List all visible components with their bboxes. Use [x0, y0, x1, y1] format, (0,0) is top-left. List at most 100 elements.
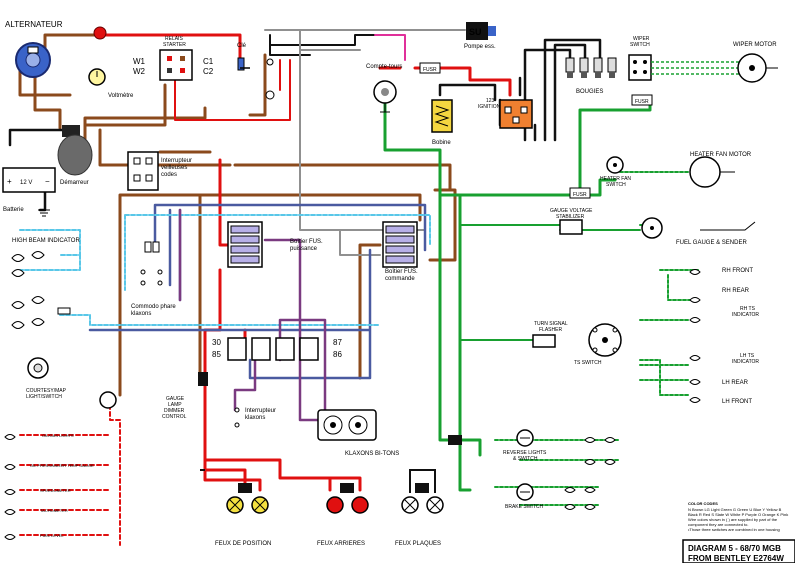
- commodo: [140, 241, 163, 286]
- reverse-lights-label: REVERSE LIGHTS& SWITCH: [503, 450, 547, 462]
- fuse-gauge-label: FUSR: [635, 99, 649, 105]
- fuse-pump-label: FUSR: [423, 67, 437, 73]
- connector-block-green: [448, 435, 462, 445]
- fuse-gauge: [631, 94, 653, 106]
- feux-plaques-label: FEUX PLAQUES: [395, 541, 441, 547]
- heater-fan-motor: [689, 156, 735, 188]
- brake-switch: [516, 483, 534, 501]
- w1-label: W1: [133, 57, 146, 66]
- heater-fan-motor-label: HEATER FAN MOTOR: [690, 152, 752, 158]
- coil: [431, 99, 453, 133]
- brake-switch-label: BRAKE SWITCH: [505, 504, 543, 510]
- feux-arrieres-label: FEUX ARRIERES: [317, 541, 365, 547]
- fuse-heater: [569, 187, 591, 199]
- wire-green-ts: [459, 224, 661, 341]
- relay-86-label: 86: [333, 350, 342, 359]
- wiper-motor: [737, 53, 778, 83]
- spark-plugs: [565, 57, 617, 78]
- svg-text:SU: SU: [469, 27, 482, 37]
- alternator: [15, 42, 51, 78]
- wire-red-key: [174, 59, 291, 121]
- plate-lights: [200, 469, 444, 514]
- wire-brown-fuse-box: [98, 53, 457, 397]
- relay-30-label: 30: [212, 338, 221, 347]
- c1-label: C1: [203, 57, 214, 66]
- ts-switch: [588, 323, 622, 357]
- wire-green-heater: [458, 178, 617, 197]
- oil-press-label: OIL PRESS/WATER TEMP GAUGE: [30, 463, 94, 468]
- relay-85-label: 85: [212, 350, 221, 359]
- gauge-lamps: [4, 434, 16, 540]
- color-codes-title: COLOR CODES: [688, 501, 718, 506]
- speedometer-label: SPEEDOMETER: [40, 488, 71, 493]
- fuse-box-power: [227, 221, 263, 268]
- left-lamps: [11, 251, 71, 329]
- horns: [317, 409, 377, 441]
- svg-text:+: +: [7, 177, 12, 186]
- ignition-module: [499, 99, 533, 129]
- voltmeter: [88, 68, 106, 86]
- rh-front-label: RH FRONT: [722, 268, 753, 274]
- fuel-gauge-sender-label: FUEL GAUGE & SENDER: [676, 240, 747, 246]
- svg-text:−: −: [45, 177, 50, 186]
- wire-gray-main: [264, 29, 466, 256]
- wire-red-dashed: [19, 404, 121, 546]
- title-box: DIAGRAM 5 - 68/70 MGB FROM BENTLEY E2764…: [682, 539, 795, 563]
- klaxons-bitons-label: KLAXONS BI-TONS: [345, 451, 399, 457]
- color-note-text: Wire colors shown in ( ) are supplied by…: [688, 517, 780, 532]
- rh-rear-label: RH REAR: [722, 288, 750, 294]
- bobine-label: Bobine: [432, 140, 451, 146]
- interrupteur-klaxons: [234, 407, 240, 428]
- reverse-switch: [516, 429, 534, 447]
- ignition-key: [237, 57, 275, 100]
- fuel-level-label: FUEL LEVEL: [40, 533, 64, 538]
- wire-lightblue-harness: [19, 214, 431, 326]
- oil-lights-label: OIL/GAS LIGHTS: [42, 433, 74, 438]
- fuel-gauge: [641, 217, 756, 239]
- red-junction: [93, 26, 107, 40]
- cle-label: Clé: [237, 43, 247, 49]
- color-codes-box: COLOR CODES N Brown LG Light Green G Gre…: [688, 501, 789, 532]
- wire-green-main: [383, 93, 652, 492]
- color-codes-text: N Brown LG Light Green G Green U Blue Y …: [688, 507, 789, 517]
- wires: [8, 29, 701, 546]
- ground-symbol: [38, 209, 50, 217]
- diagram-title: DIAGRAM 5 - 68/70 MGB: [688, 544, 781, 553]
- wiper-switch: [628, 54, 740, 81]
- tachometer: [373, 80, 397, 113]
- fuse-pump: [419, 62, 441, 74]
- wire-red-rear-lights: [203, 328, 362, 492]
- wiper-motor-label: WIPER MOTOR: [733, 42, 777, 48]
- fuel-pump: SU: [466, 22, 496, 40]
- boitier-commande-label: Boîtier FUS.commande: [385, 269, 418, 282]
- tachometer-gauge-label: TACHOMETER: [40, 508, 68, 513]
- wire-green-dashed: [494, 171, 701, 506]
- compte-tours-label: Compte-tours: [366, 64, 402, 70]
- position-lights: [226, 483, 269, 514]
- battery: + −: [2, 167, 56, 193]
- connector-block-gauge: [198, 372, 208, 386]
- wire-purple-horn: [178, 208, 332, 422]
- battery-volts-label: 12 V: [20, 180, 32, 186]
- high-beam-indicator-label: HIGH BEAM INDICATOR: [12, 238, 80, 244]
- boitier-puissance-label: Boîtier FUS.puissance: [290, 239, 323, 252]
- rear-lights: [326, 483, 369, 514]
- wire-brown-main: [68, 83, 207, 142]
- color-codes-fo: N Brown LG Light Green G Green U Blue Y …: [688, 507, 789, 532]
- turn-signal-flasher: [532, 334, 556, 348]
- lh-rear-label: LH REAR: [722, 380, 749, 386]
- demarreur-label: Démarreur: [60, 180, 89, 186]
- wire-pink-pump: [374, 34, 406, 61]
- pompe-label: Pompe ess.: [464, 44, 496, 50]
